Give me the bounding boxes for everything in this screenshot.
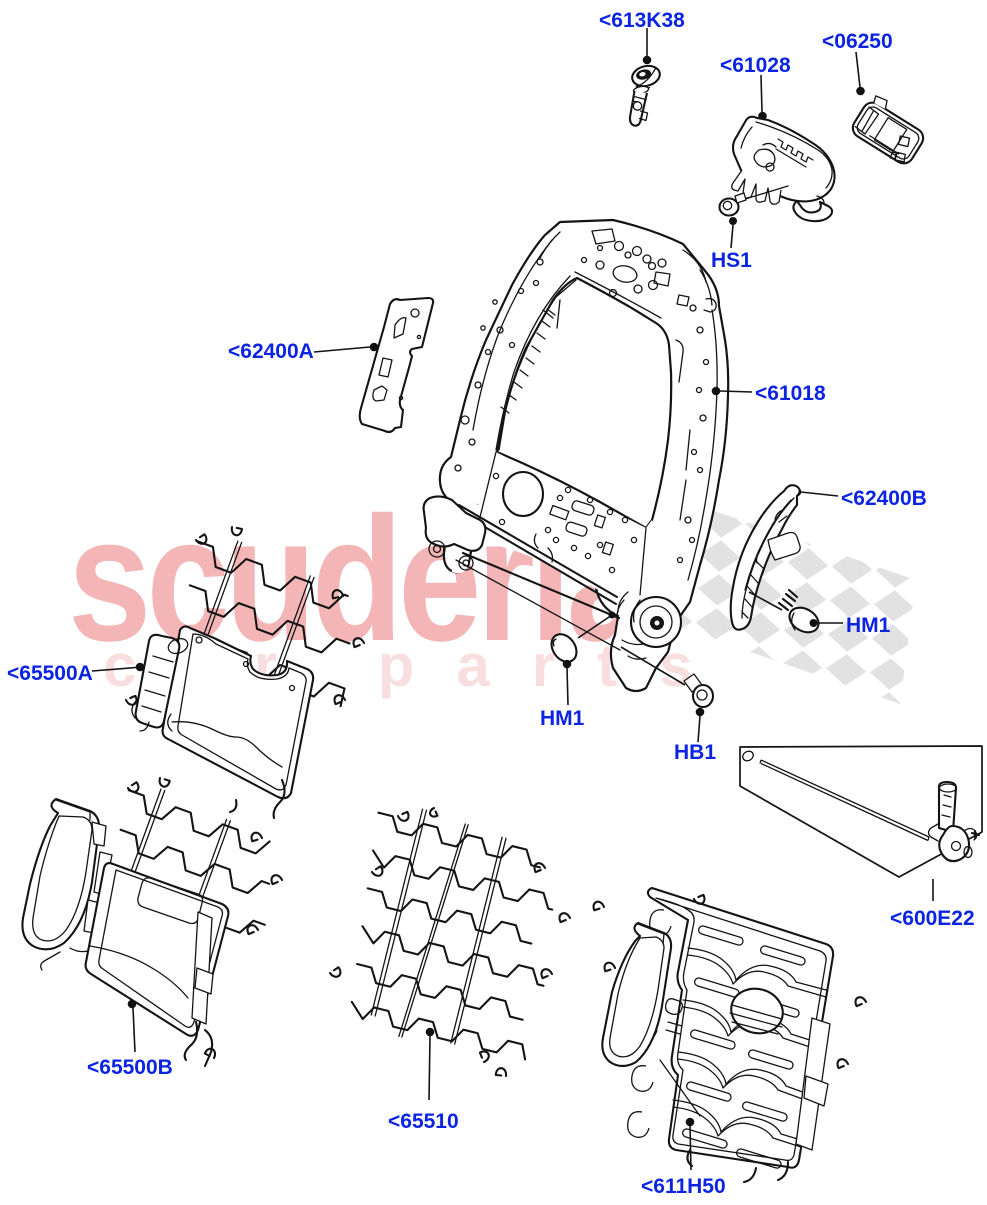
svg-text:<65510: <65510 [388, 1110, 459, 1133]
svg-text:<611H50: <611H50 [641, 1175, 726, 1198]
svg-text:HB1: HB1 [674, 741, 716, 764]
svg-text:<65500A: <65500A [7, 662, 93, 685]
svg-text:<06250: <06250 [822, 30, 893, 53]
svg-text:<65500B: <65500B [87, 1056, 173, 1079]
svg-text:<62400B: <62400B [841, 487, 927, 510]
svg-text:<62400A: <62400A [228, 340, 314, 363]
svg-text:HM1: HM1 [846, 614, 891, 637]
svg-text:HM1: HM1 [540, 707, 585, 730]
svg-text:HS1: HS1 [711, 249, 752, 272]
svg-text:<613K38: <613K38 [599, 9, 685, 32]
svg-text:<61028: <61028 [720, 54, 791, 77]
svg-text:<600E22: <600E22 [890, 907, 975, 930]
svg-text:<61018: <61018 [755, 382, 826, 405]
